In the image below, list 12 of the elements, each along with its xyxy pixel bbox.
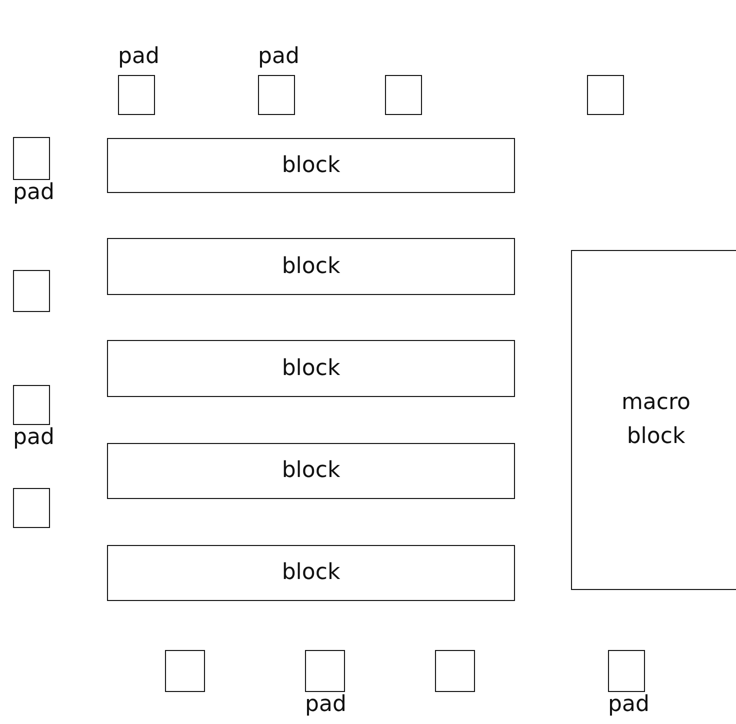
pad-label: pad bbox=[305, 693, 346, 717]
pad-label: pad bbox=[608, 693, 650, 717]
block-label: macro block bbox=[620, 389, 692, 451]
pad-label: pad bbox=[118, 45, 160, 69]
block-label: block bbox=[282, 252, 340, 280]
block-label: block bbox=[282, 559, 340, 587]
pad-label: pad bbox=[13, 426, 54, 450]
block-label: block bbox=[282, 152, 340, 180]
pad-label: pad bbox=[13, 181, 54, 205]
block-label: block bbox=[282, 457, 340, 485]
pad-label: pad bbox=[258, 45, 300, 69]
block-label: block bbox=[282, 354, 340, 382]
